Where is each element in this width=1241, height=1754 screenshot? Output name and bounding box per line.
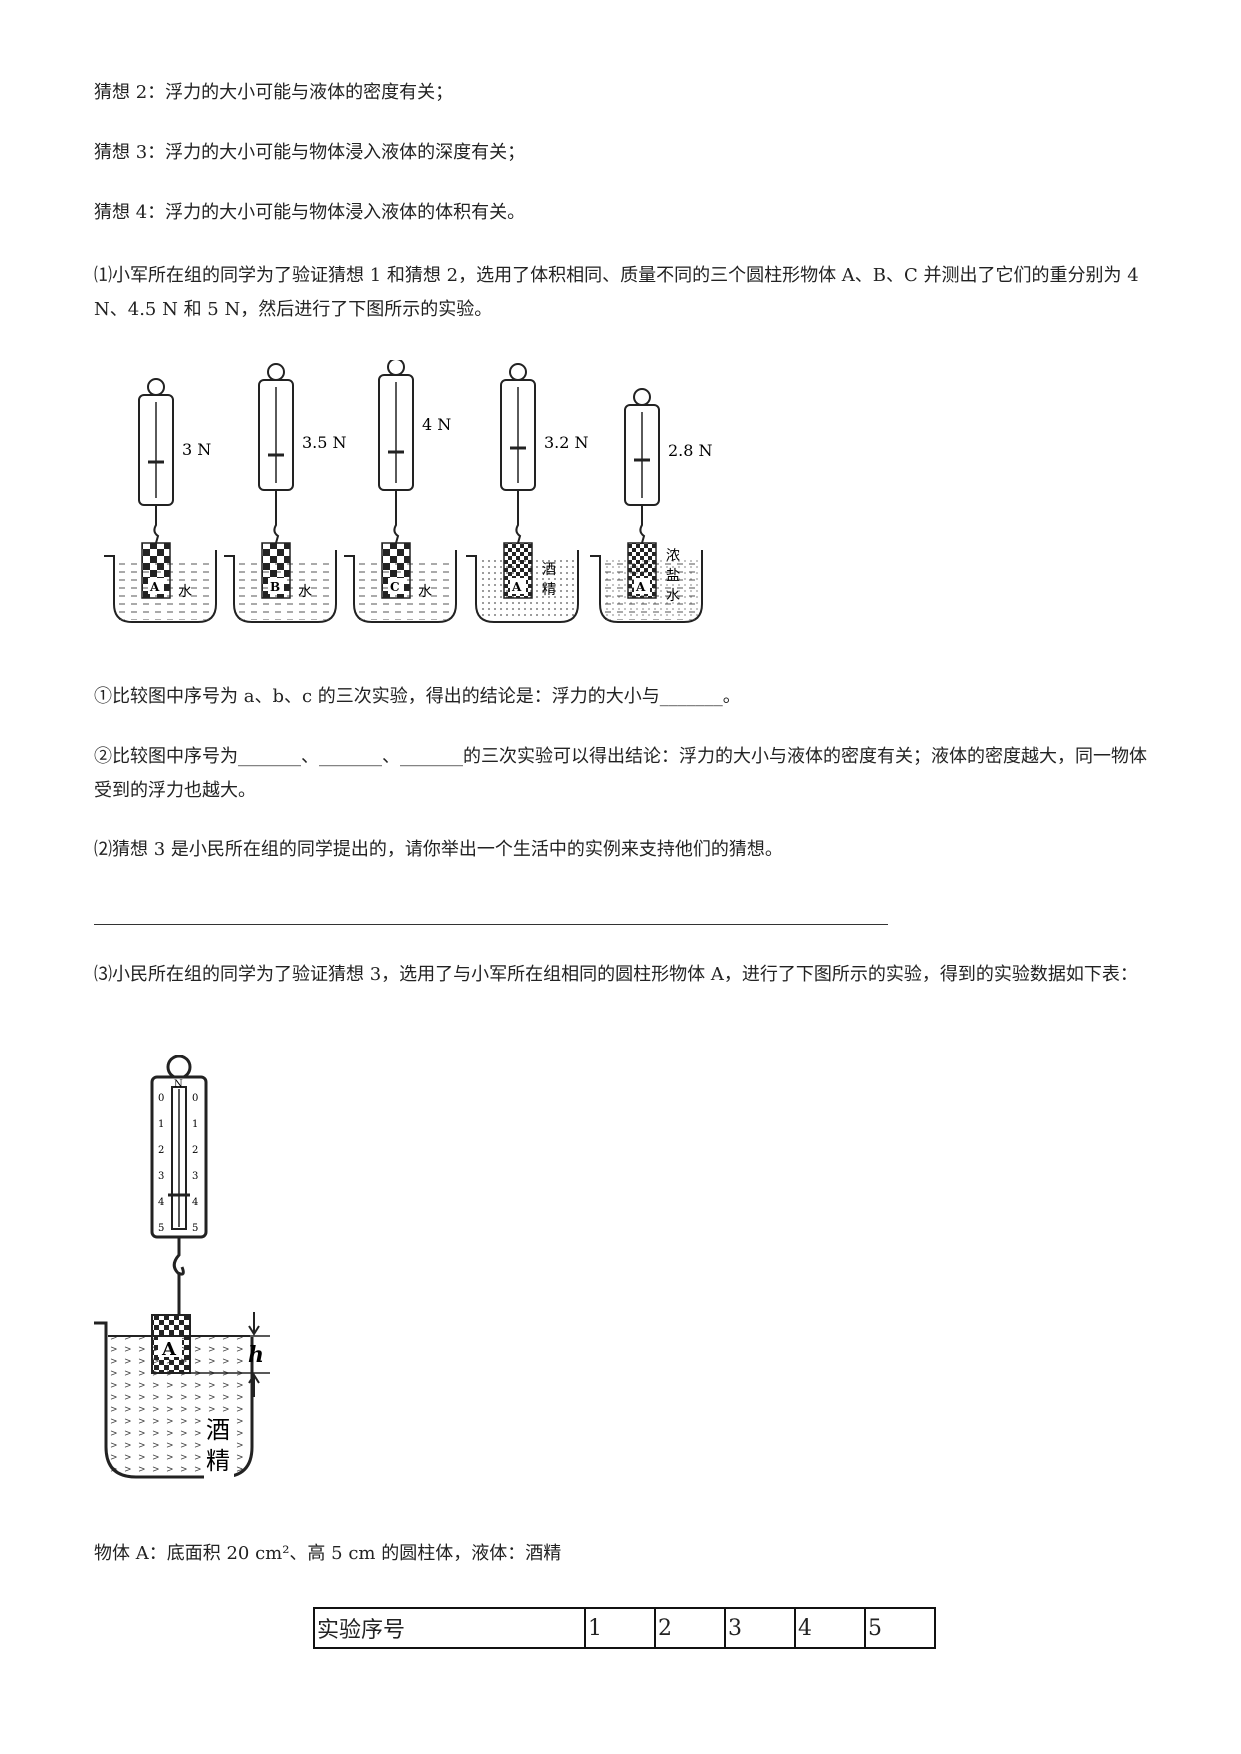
liquid-label: 水: [298, 584, 312, 600]
question-1b: ②比较图中序号为_______、_______、_______的三次实验可以得出…: [94, 746, 1147, 801]
block-label: C: [390, 580, 400, 594]
depth-label: h: [248, 1342, 264, 1368]
block-label: A: [161, 1339, 177, 1360]
scale-reading: 3 N: [182, 440, 211, 459]
setup-c: 4 N C 水 c: [344, 360, 457, 623]
liquid-label: 水: [666, 588, 680, 604]
svg-text:1: 1: [192, 1119, 198, 1130]
scale-reading: 3.5 N: [302, 433, 347, 452]
table-cell: 3: [724, 1607, 796, 1649]
ring: [387, 360, 405, 376]
liquid-label: 酒: [542, 562, 556, 578]
setup-b: 3.5 N B 水 b: [224, 363, 347, 623]
svg-text:3: 3: [192, 1171, 198, 1182]
svg-text:3: 3: [158, 1171, 164, 1182]
hook: [172, 1237, 185, 1315]
liquid-label: 浓: [666, 548, 680, 564]
svg-text:4: 4: [158, 1197, 164, 1208]
liquid-label: 精: [206, 1447, 230, 1475]
liquid-label: 精: [542, 582, 556, 598]
svg-text:5: 5: [158, 1223, 164, 1234]
question-1a: ①比较图中序号为 a、b、c 的三次实验，得出的结论是：浮力的大小与______…: [94, 686, 741, 707]
arrow-down-icon: [248, 1312, 260, 1336]
table-cell: 5: [864, 1607, 936, 1649]
svg-text:4: 4: [192, 1197, 198, 1208]
figure-caption: 物体 A：底面积 20 cm²、高 5 cm 的圆柱体，液体：酒精: [94, 1543, 562, 1564]
scale-unit: N: [174, 1079, 183, 1090]
part3-intro: ⑶小民所在组的同学为了验证猜想 3，选用了与小军所在组相同的圆柱形物体 A，进行…: [94, 964, 1138, 985]
table-header-cell: 实验序号: [313, 1607, 586, 1649]
setup-d: 3.2 N A 酒 精 d: [466, 363, 589, 623]
table-cell: 2: [654, 1607, 726, 1649]
ring: [633, 388, 651, 406]
scale-reading: 4 N: [422, 415, 451, 434]
block-label: B: [270, 580, 280, 594]
data-table: 实验序号 1 2 3 4 5: [313, 1607, 936, 1649]
setup-e: 2.8 N A 浓 盐 水 e: [590, 388, 713, 623]
figure-depth-experiment: > N 0 1 2 3 4 5 0 1 2 3 4 5 A h 酒 精: [94, 1055, 270, 1483]
svg-text:1: 1: [158, 1119, 164, 1130]
ring: [509, 363, 527, 381]
liquid-label: 水: [418, 584, 432, 600]
scale-numbers-left: 0 1 2 3 4 5: [158, 1093, 164, 1234]
ring: [147, 378, 165, 396]
table-cell: 1: [584, 1607, 656, 1649]
answer-line[interactable]: [94, 924, 888, 925]
beaker: [94, 1321, 254, 1479]
svg-text:0: 0: [158, 1093, 164, 1104]
hypothesis-4: 猜想 4：浮力的大小可能与物体浸入液体的体积有关。: [94, 202, 526, 223]
block-label: A: [511, 580, 522, 594]
svg-text:5: 5: [192, 1223, 198, 1234]
svg-text:0: 0: [192, 1093, 198, 1104]
liquid-label: 盐: [666, 568, 680, 584]
part1-intro: ⑴小军所在组的同学为了验证猜想 1 和猜想 2，选用了体积相同、质量不同的三个圆…: [94, 265, 1139, 320]
part2-question: ⑵猜想 3 是小民所在组的同学提出的，请你举出一个生活中的实例来支持他们的猜想。: [94, 839, 783, 860]
ring: [267, 363, 285, 381]
table-row: 实验序号 1 2 3 4 5: [313, 1607, 936, 1649]
block-label: A: [635, 580, 646, 594]
hypothesis-3: 猜想 3：浮力的大小可能与物体浸入液体的深度有关；: [94, 142, 526, 163]
liquid-label: 水: [178, 584, 192, 600]
arrow-up-icon: [248, 1373, 260, 1397]
ring: [166, 1055, 192, 1080]
liquid-label: 酒: [206, 1416, 230, 1444]
table-cell: 4: [794, 1607, 866, 1649]
svg-text:2: 2: [192, 1145, 198, 1156]
block-label: A: [149, 580, 160, 594]
figure-five-beakers: 3 N A 水 a 3.5 N B 水 b 4 N C: [104, 360, 713, 623]
scale-reading: 2.8 N: [668, 441, 713, 460]
hypothesis-2: 猜想 2：浮力的大小可能与液体的密度有关；: [94, 82, 454, 103]
svg-text:2: 2: [158, 1145, 164, 1156]
scale-reading: 3.2 N: [544, 433, 589, 452]
scale-numbers-right: 0 1 2 3 4 5: [192, 1093, 198, 1234]
setup-a: 3 N A 水 a: [104, 378, 217, 623]
